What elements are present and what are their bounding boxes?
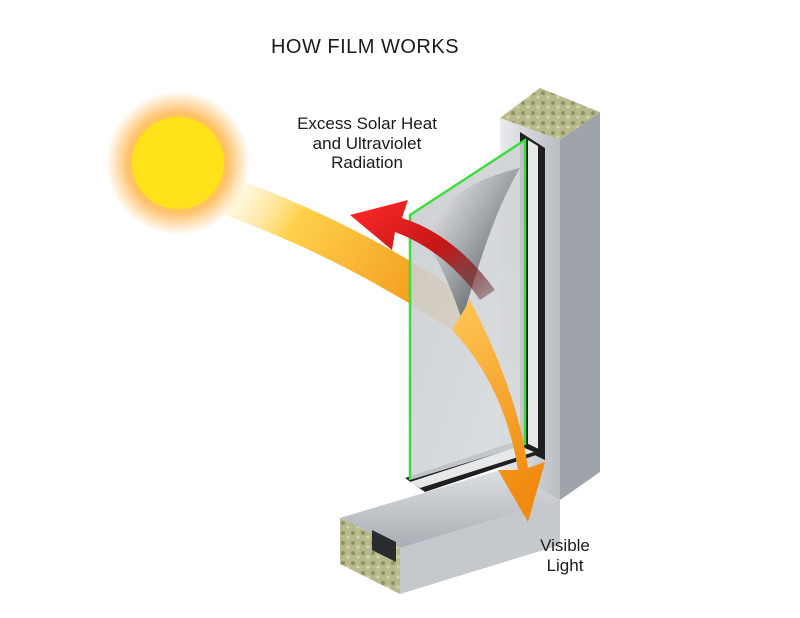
sun-icon <box>106 91 250 235</box>
visible-light-arrow <box>452 300 545 522</box>
film-edge <box>408 137 527 480</box>
heat-arrow <box>350 200 495 300</box>
heat-label-line-3: Radiation <box>331 153 403 173</box>
heat-label-line-2: and Ultraviolet <box>312 133 422 153</box>
light-label-line-2: Light <box>546 555 584 575</box>
visible-light-label: Visible Light <box>520 536 610 575</box>
light-label-line-1: Visible <box>540 536 590 555</box>
heat-label: Excess Solar Heat and Ultraviolet Radiat… <box>262 114 472 173</box>
page-title: HOW FILM WORKS <box>270 36 460 58</box>
peeling-film-corner <box>425 168 520 320</box>
heat-label-line-1: Excess Solar Heat <box>297 114 437 133</box>
